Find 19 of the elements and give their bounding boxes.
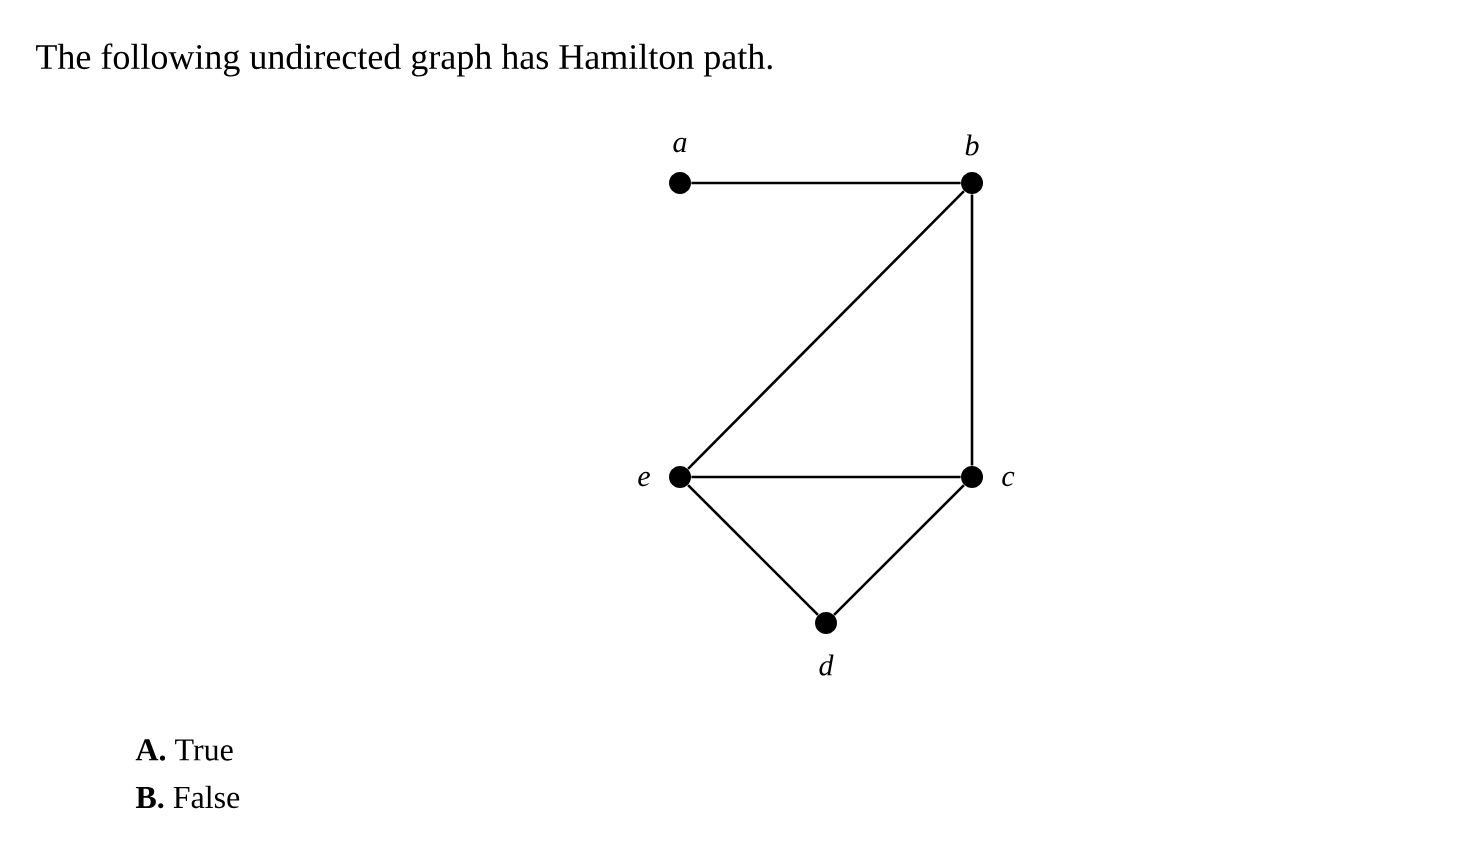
edge-line xyxy=(970,194,974,466)
vertex-label: e xyxy=(638,471,650,487)
vertex-dot xyxy=(961,466,983,488)
edge-line xyxy=(687,190,965,470)
vertex-label: d xyxy=(819,654,834,676)
question-text: The following undirected graph has Hamilton path. xyxy=(36,43,772,77)
answer-option: A. True xyxy=(135,739,233,761)
edge-line xyxy=(833,484,965,616)
edge-line xyxy=(687,484,819,616)
vertex-dot xyxy=(669,172,691,194)
vertex-dot xyxy=(815,612,837,634)
vertex-dot xyxy=(961,172,983,194)
edge-line xyxy=(691,475,961,479)
vertex-label: a xyxy=(673,137,687,153)
edge-line xyxy=(691,181,961,185)
answer-option: B. False xyxy=(135,785,240,809)
vertex-label: c xyxy=(1002,471,1015,487)
vertex-label: b xyxy=(965,134,979,156)
vertex-dot xyxy=(669,466,691,488)
